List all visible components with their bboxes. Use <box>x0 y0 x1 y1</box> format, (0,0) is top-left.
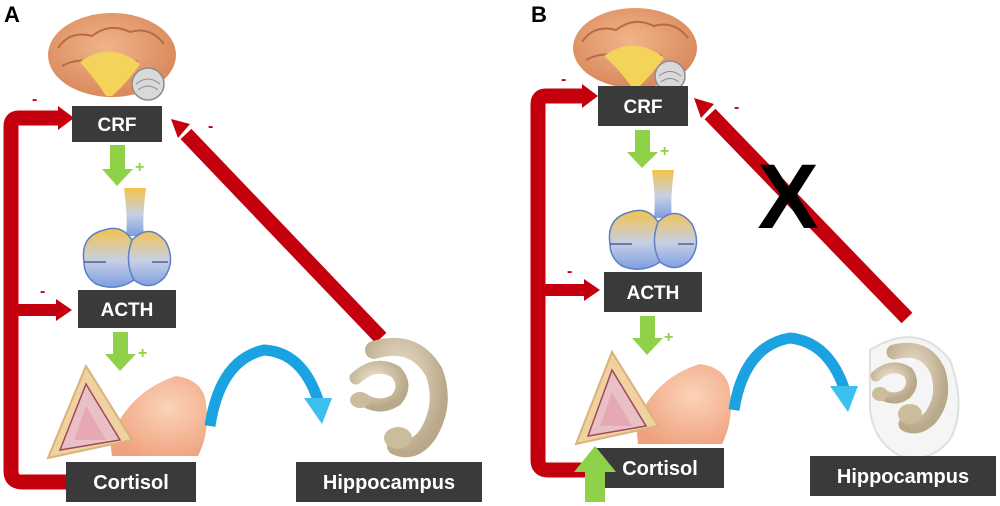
panel-letter: A <box>4 2 20 27</box>
pituitary-icon <box>82 188 172 288</box>
crf-pituitary-arrow <box>635 130 650 152</box>
crf-pituitary-arrowhead <box>627 152 658 168</box>
sign-crf-to-acth: + <box>135 159 144 176</box>
crf-label: CRF <box>97 115 136 136</box>
acth-feedback-arrowhead <box>584 279 600 301</box>
adrenal-gland-icon <box>46 363 207 460</box>
adrenal-gland-icon <box>574 349 731 446</box>
cortisol-box <box>66 462 196 502</box>
sign-crf-to-acth: + <box>660 143 669 160</box>
hippocampus-box <box>296 462 482 502</box>
crf-pituitary-arrowhead <box>102 169 133 186</box>
cortisol-label: Cortisol <box>93 472 169 494</box>
cortisol-hippocampus-arrow <box>204 344 324 427</box>
sign-acth-feedback: - <box>40 283 45 300</box>
cortisol-box <box>596 448 724 488</box>
sign-hippo-feedback: - <box>734 99 739 116</box>
hippocampus-label: Hippocampus <box>837 466 969 488</box>
hippocampus-crf-arrow <box>704 108 913 324</box>
hippocampus-box <box>810 456 996 496</box>
acth-adrenal-arrow <box>640 316 655 338</box>
block-mark: X <box>757 146 818 248</box>
brain-icon <box>573 8 697 92</box>
crf-feedback-arrowhead <box>582 84 598 108</box>
panel-letter: B <box>531 2 547 27</box>
hippocampus-icon <box>349 337 448 458</box>
hippocampus-crf-arrowhead <box>694 98 714 118</box>
sign-crf-feedback: - <box>561 71 566 88</box>
hippocampus-label: Hippocampus <box>323 472 455 494</box>
cortisol-crf-feedback-line <box>530 88 592 478</box>
hippocampus-crf-arrow <box>180 128 387 344</box>
acth-label: ACTH <box>627 283 680 304</box>
hippocampus-icon <box>869 336 960 459</box>
acth-adrenal-arrow <box>113 332 128 354</box>
acth-adrenal-arrowhead <box>105 354 136 371</box>
crf-box <box>72 106 162 142</box>
brain-icon <box>48 13 176 101</box>
cortisol-hippocampus-arrow <box>728 332 850 411</box>
hippocampus-crf-arrowhead <box>171 119 190 138</box>
panel-a: A - - - CRF + <box>3 2 482 502</box>
acth-feedback-arrowhead <box>56 299 72 321</box>
sign-hippo-feedback: - <box>208 118 213 135</box>
acth-adrenal-arrowhead <box>632 338 663 355</box>
cortisol-crf-feedback-line <box>3 110 82 490</box>
acth-box <box>604 272 702 312</box>
panel-b: B - - - X CRF + <box>530 2 996 502</box>
pituitary-icon <box>608 170 698 270</box>
cortisol-increase-arrowhead <box>574 446 616 472</box>
crf-box <box>598 86 688 126</box>
acth-box <box>78 290 176 328</box>
cortisol-increase-arrow <box>585 470 605 502</box>
crf-label: CRF <box>623 97 662 118</box>
crf-pituitary-arrow <box>110 145 125 169</box>
crf-feedback-arrowhead <box>58 106 74 130</box>
sign-acth-feedback: - <box>567 263 572 280</box>
sign-acth-to-adrenal: + <box>664 329 673 346</box>
sign-acth-to-adrenal: + <box>138 345 147 362</box>
cortisol-hippocampus-arrowhead <box>304 398 332 424</box>
cortisol-hippocampus-arrowhead <box>830 386 858 412</box>
acth-label: ACTH <box>101 300 154 321</box>
cortisol-label: Cortisol <box>622 458 698 480</box>
sign-crf-feedback: - <box>32 91 37 108</box>
